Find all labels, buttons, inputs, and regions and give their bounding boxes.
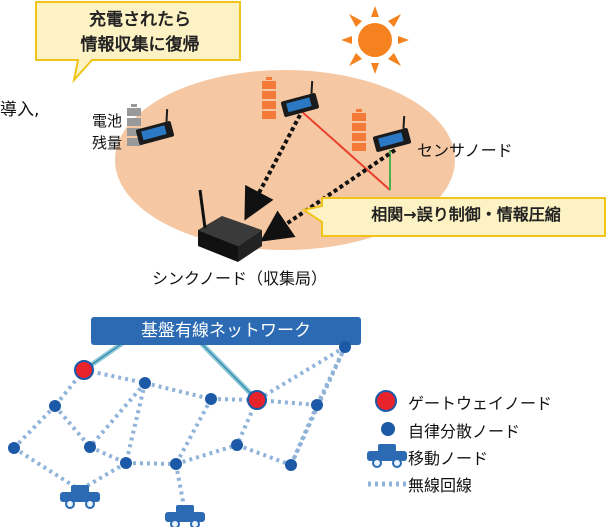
battery-label-line-2: 残量 bbox=[91, 134, 122, 152]
data-flow-arrow-1 bbox=[244, 114, 302, 221]
autonomous-node-icon bbox=[381, 422, 395, 436]
sensor-node-icon bbox=[135, 108, 175, 145]
battery-orange-icon bbox=[352, 109, 366, 151]
wired-link bbox=[82, 335, 259, 402]
autonomous-node-icon bbox=[311, 399, 323, 411]
legend-mobile-label: 移動ノード bbox=[408, 449, 489, 468]
callout-top-line-1: 充電されたら bbox=[89, 10, 191, 30]
mobile-node-icon bbox=[367, 444, 407, 468]
backbone-network-box bbox=[91, 317, 361, 345]
sink-node-icon bbox=[198, 189, 262, 262]
autonomous-node-icon bbox=[170, 458, 182, 470]
gateway-node-icon bbox=[74, 360, 94, 380]
cut-off-text: 導入, bbox=[0, 100, 40, 120]
wired-link bbox=[83, 337, 258, 401]
battery-gray-icon bbox=[127, 104, 141, 146]
sensor-node-icon bbox=[372, 115, 412, 152]
autonomous-nodes bbox=[8, 341, 351, 471]
wireless-links bbox=[12, 345, 347, 513]
autonomous-node-icon bbox=[339, 341, 351, 353]
callout-top-text: 充電されたら 情報収集に復帰 bbox=[44, 8, 236, 58]
autonomous-node-icon bbox=[231, 439, 243, 451]
mobile-node-icon bbox=[60, 485, 100, 509]
battery-orange-icon bbox=[262, 77, 276, 119]
autonomous-node-icon bbox=[49, 400, 61, 412]
mobile-node-icon bbox=[165, 505, 205, 527]
callout-right-box bbox=[301, 197, 606, 237]
legend-autonomous-label: 自律分散ノード bbox=[408, 422, 521, 441]
autonomous-node-icon bbox=[84, 441, 96, 453]
callout-top-box bbox=[35, 1, 241, 84]
legend-wireless-label: 無線回線 bbox=[408, 476, 473, 495]
autonomous-node-icon bbox=[120, 457, 132, 469]
autonomous-node-icon bbox=[8, 442, 20, 454]
autonomous-node-icon bbox=[205, 393, 217, 405]
sensor-node-label: センサノード bbox=[417, 141, 513, 160]
backbone-network-label: 基盤有線ネットワーク bbox=[141, 321, 311, 341]
gateway-node-icon bbox=[375, 390, 397, 412]
autonomous-node-icon bbox=[285, 459, 297, 471]
sun-icon bbox=[341, 6, 409, 74]
correlation-link-red bbox=[299, 109, 391, 191]
callout-top-line-2: 情報収集に復帰 bbox=[80, 35, 200, 55]
autonomous-node-icon bbox=[139, 377, 151, 389]
callout-right-text: 相関→誤り制御・情報圧縮 bbox=[371, 205, 561, 224]
battery-label: 電池 残量 bbox=[78, 110, 122, 154]
gateway-node-icon bbox=[247, 390, 267, 410]
sensor-node-icon bbox=[280, 80, 320, 117]
sink-node-label: シンクノード（収集局） bbox=[152, 269, 328, 288]
legend-gateway-label: ゲートウェイノード bbox=[408, 394, 553, 413]
battery-label-line-1: 電池 bbox=[91, 112, 122, 130]
